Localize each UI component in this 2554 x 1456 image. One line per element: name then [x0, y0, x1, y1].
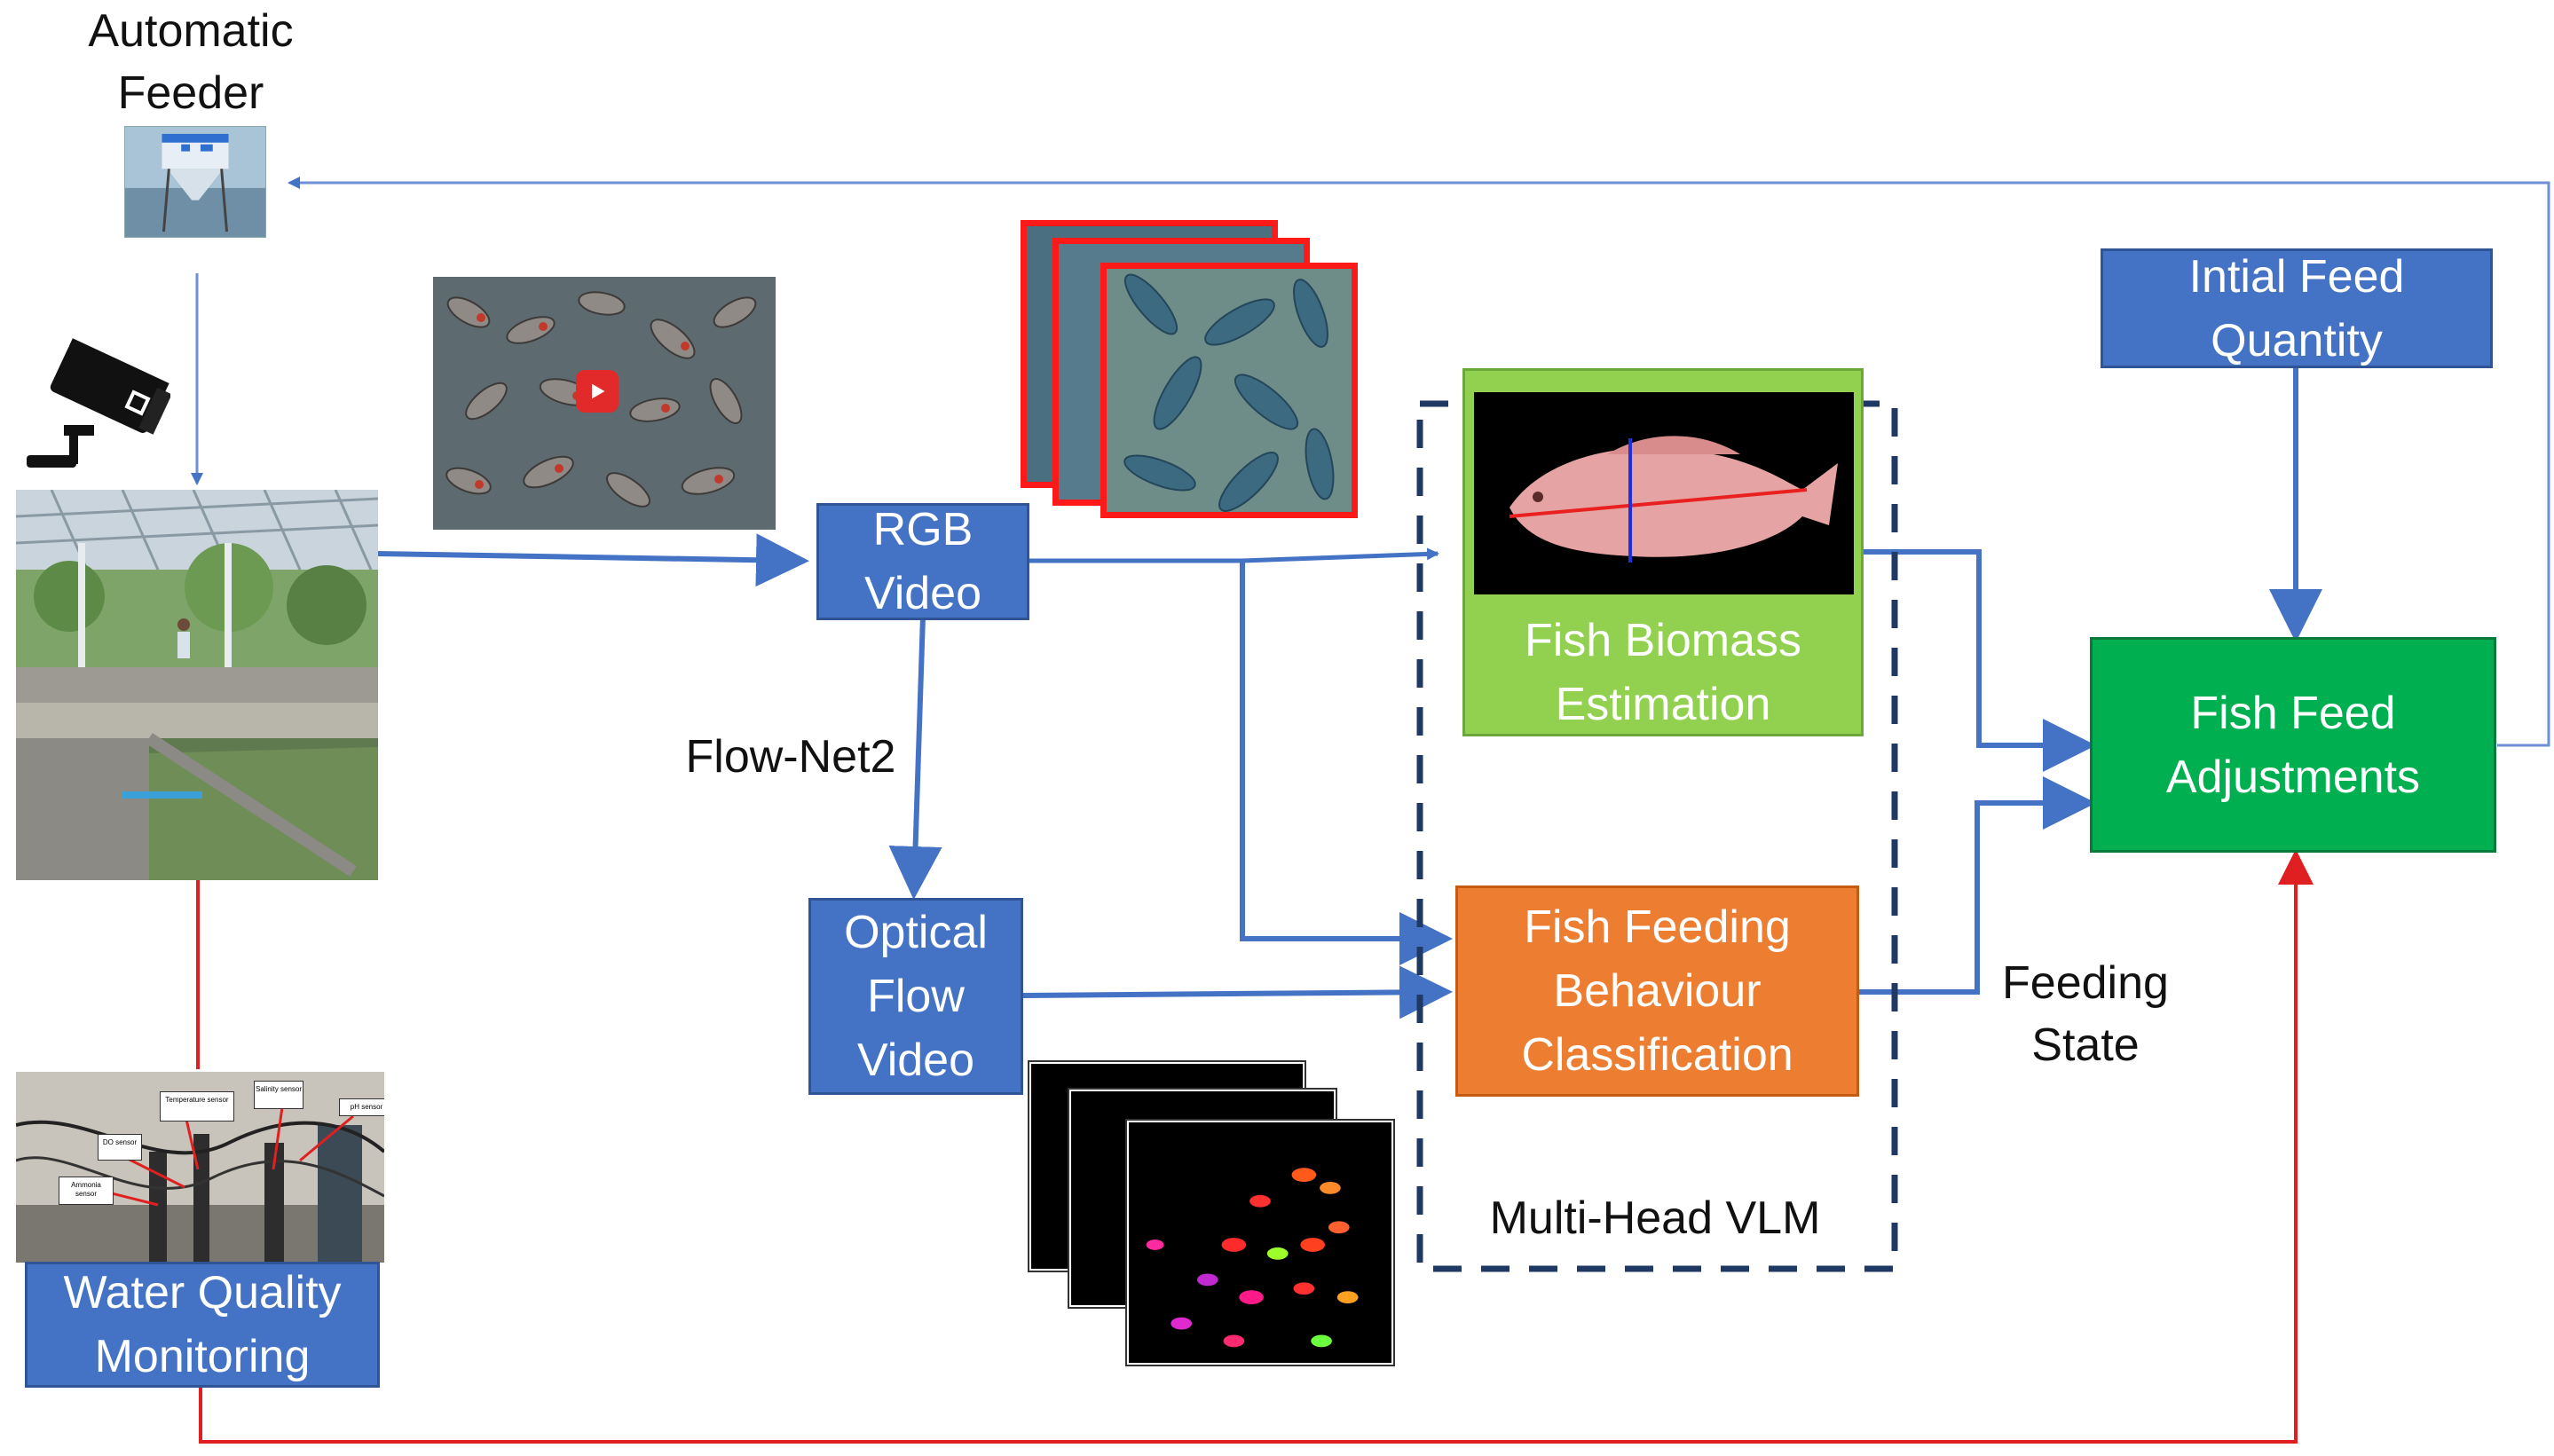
fish-behaviour-line1: Fish Feeding	[1524, 901, 1791, 953]
fish-biomass-text: Fish Biomass Estimation	[1465, 610, 1861, 735]
optical-flow-line3: Video	[856, 1035, 975, 1086]
behaviour-to-adjustments-arrow	[1859, 776, 2096, 995]
cctv-camera-icon	[20, 333, 172, 475]
rgb-to-biomass-arrow	[1029, 547, 1439, 563]
optical-flow-line1: Optical	[844, 907, 988, 958]
automatic-feeder-image	[124, 126, 266, 238]
initial-feed-quantity-box: Intial Feed Quantity	[2101, 248, 2493, 368]
feeding-state-label: Feeding State	[1970, 952, 2201, 1076]
feeding-state-line1: Feeding	[2002, 957, 2169, 1009]
water-quality-to-adjustments-arrow	[199, 849, 2314, 1444]
pond-to-rgb-arrow	[376, 533, 809, 587]
optical-to-behaviour-arrow	[1022, 965, 1453, 1019]
fish-behaviour-line2: Behaviour	[1553, 965, 1762, 1017]
rgb-to-behaviour-arrow	[1240, 561, 1453, 965]
rgb-video-line1: RGB	[872, 504, 974, 555]
adjustments-to-feeder-arrow	[288, 177, 2550, 747]
initial-feed-line2: Quantity	[2211, 314, 2383, 366]
fish-biomass-box: Fish Biomass Estimation	[1462, 368, 1864, 736]
initial-feed-line1: Intial Feed	[2188, 250, 2405, 303]
play-icon[interactable]	[576, 370, 619, 413]
optical-flow-video-box: Optical Flow Video	[808, 898, 1023, 1095]
automatic-feeder-label: Automatic Feeder	[53, 0, 328, 124]
rgb-video-box: RGB Video	[816, 503, 1029, 620]
optical-flow-line2: Flow	[867, 971, 965, 1022]
flow-frame-3	[1125, 1119, 1395, 1366]
fish-biomass-line2: Estimation	[1555, 679, 1771, 730]
rgb-video-line2: Video	[863, 568, 982, 619]
sensor-tag-ph: pH sensor	[339, 1098, 384, 1116]
flownet-label: Flow-Net2	[685, 731, 896, 783]
automatic-feeder-line1: Automatic	[88, 5, 294, 57]
fish-feed-adjustments-box: Fish Feed Adjustments	[2090, 637, 2496, 853]
sensor-tag-ammonia: Ammonia sensor	[59, 1177, 114, 1205]
sensor-tag-salinity: Salinity sensor	[254, 1081, 303, 1109]
sensor-tag-do: DO sensor	[98, 1134, 142, 1161]
fish-feed-adjustments-line1: Fish Feed	[2190, 687, 2396, 739]
automatic-feeder-line2: Feeder	[117, 67, 264, 119]
feeding-state-line2: State	[2031, 1019, 2140, 1071]
water-sensors-photo: Temperature sensor Salinity sensor pH se…	[16, 1072, 384, 1263]
fish-behaviour-box: Fish Feeding Behaviour Classification	[1455, 885, 1859, 1097]
fish-behaviour-line3: Classification	[1521, 1029, 1793, 1081]
flownet-arrow	[888, 616, 942, 900]
rgb-frame-3	[1100, 263, 1358, 518]
fish-pond-photo	[16, 490, 378, 880]
water-quality-line1: Water Quality	[63, 1267, 342, 1318]
water-quality-line2: Monitoring	[94, 1331, 311, 1382]
multi-head-vlm-label: Multi-Head VLM	[1489, 1192, 1821, 1244]
fish-biomass-image	[1474, 392, 1854, 594]
water-quality-monitoring-box: Water Quality Monitoring	[25, 1262, 380, 1388]
fish-feed-adjustments-line2: Adjustments	[2165, 751, 2421, 803]
biomass-to-adjustments-arrow	[1859, 549, 2096, 772]
sensor-tag-temperature: Temperature sensor	[160, 1091, 234, 1122]
fish-biomass-line1: Fish Biomass	[1524, 615, 1802, 666]
